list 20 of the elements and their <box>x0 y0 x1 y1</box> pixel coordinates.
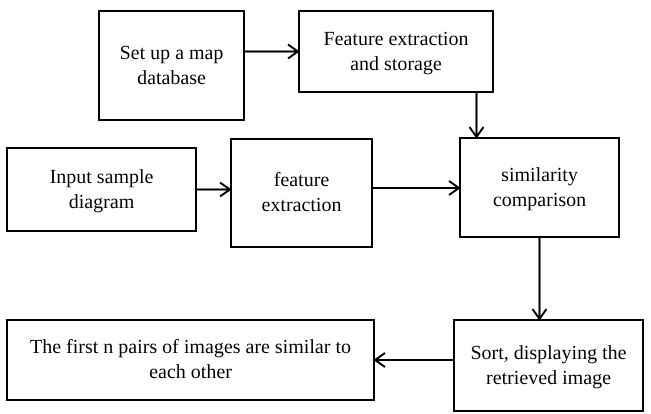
process-box <box>298 10 494 93</box>
box-label: Feature extraction and storage <box>322 26 470 76</box>
box-label: Input sample diagram <box>48 164 154 214</box>
process-box <box>459 137 620 238</box>
box-label: Set up a map database <box>118 40 224 90</box>
box-label: The first n pairs of images are similar to each other <box>28 335 352 385</box>
arrow <box>197 182 231 198</box>
process-box <box>453 319 644 412</box>
process-box <box>6 319 375 401</box>
process-box <box>230 138 373 248</box>
arrow <box>373 180 460 196</box>
box-label: similarity comparison <box>492 162 588 212</box>
arrow <box>245 44 299 60</box>
arrow <box>374 352 453 368</box>
box-label: feature extraction <box>260 168 342 218</box>
process-box <box>6 147 197 232</box>
process-box <box>98 10 245 121</box>
arrow <box>468 93 484 138</box>
arrow <box>532 238 548 320</box>
box-label: Sort, displaying the retrieved image <box>469 340 628 390</box>
